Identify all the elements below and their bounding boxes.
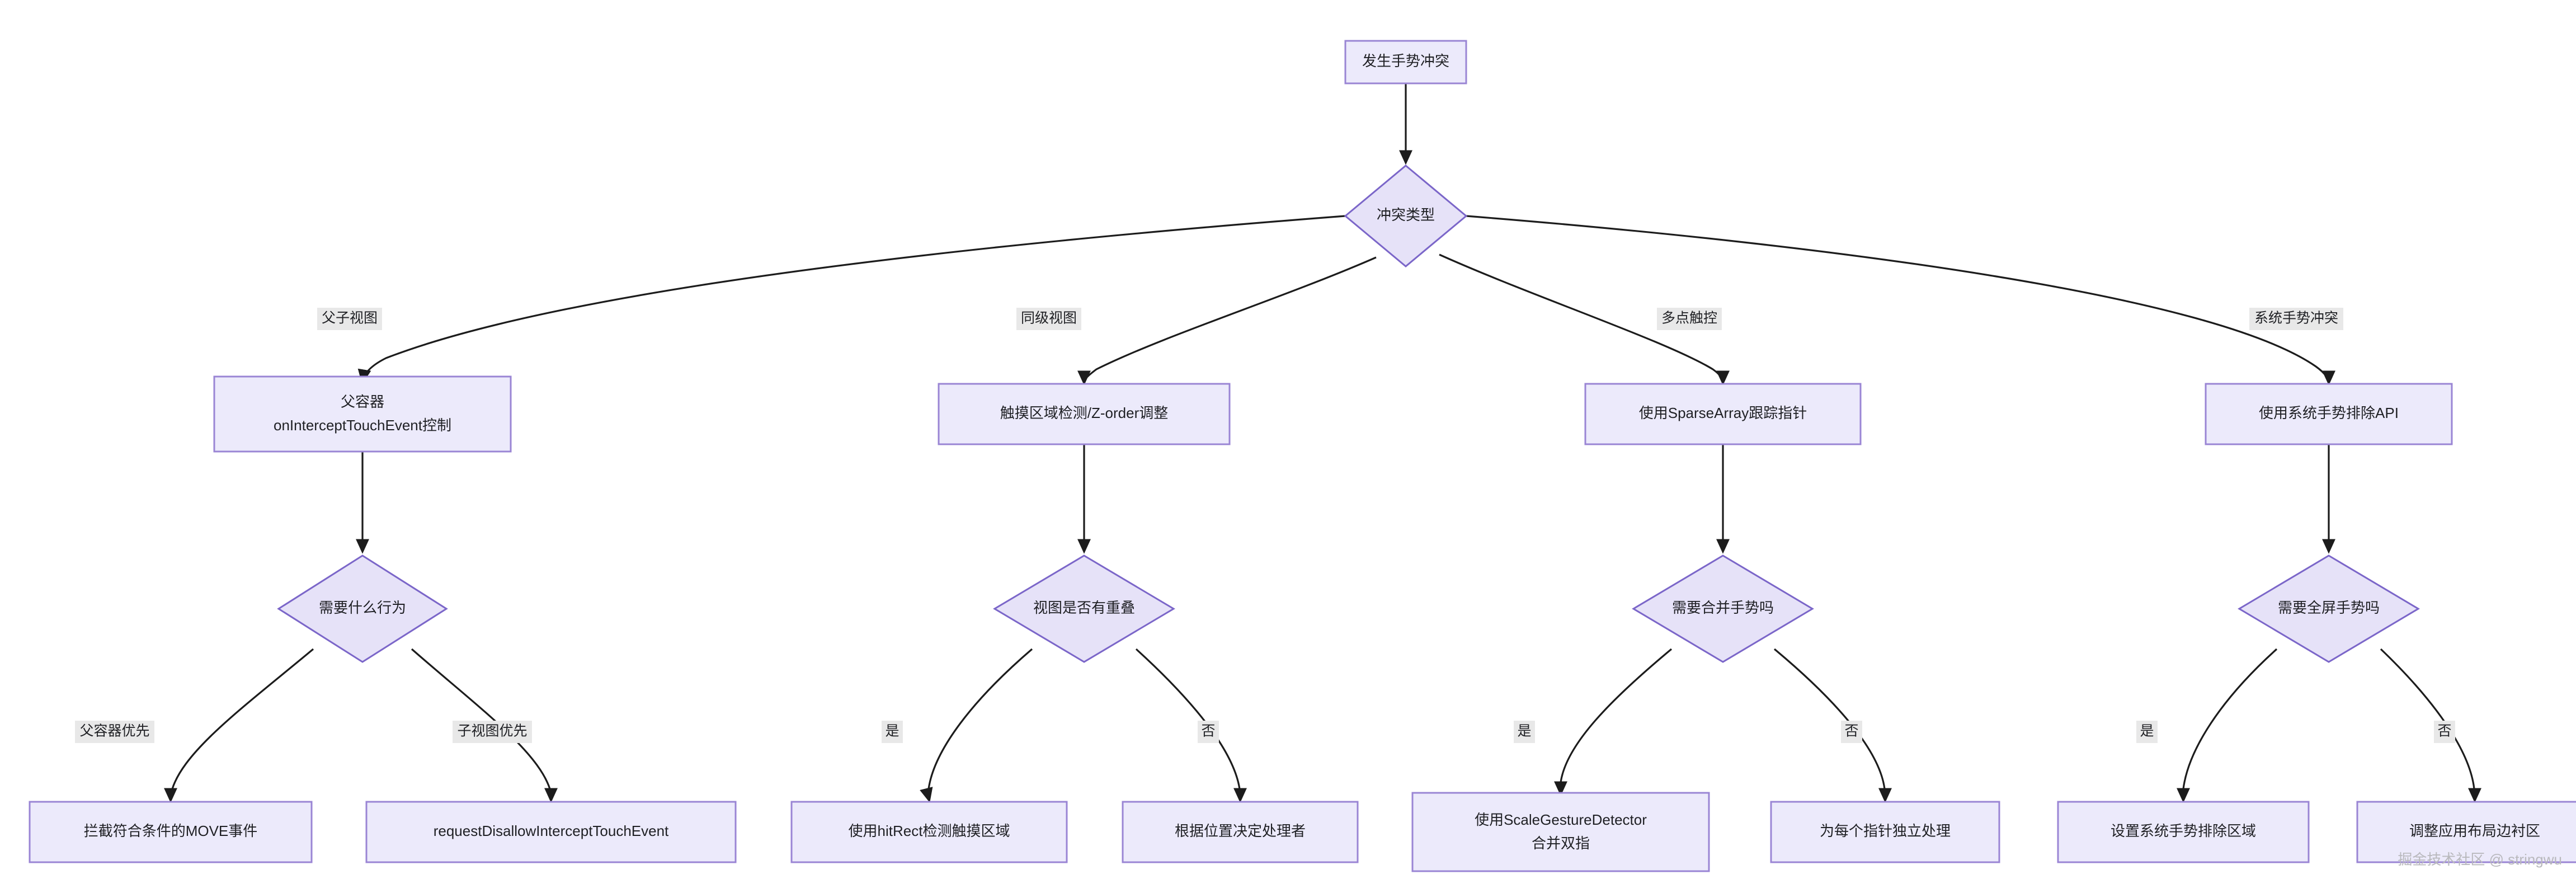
node-label: 为每个指针独立处理 (1820, 822, 1951, 839)
edge-label-text: 子视图优先 (457, 723, 527, 739)
edge-a2-to-a3 (164, 648, 314, 803)
edge-label-text: 否 (2437, 723, 2451, 739)
node-label: 使用hitRect检测触摸区域 (849, 822, 1010, 839)
edge-d2-to-d4 (2380, 648, 2481, 803)
edge-label-text: 父容器优先 (79, 723, 149, 739)
edge-d2-to-d3 (2176, 648, 2278, 803)
edge-c2-to-c4 (1773, 648, 1892, 803)
edge-label-text: 否 (1844, 723, 1858, 739)
edge-label-text: 否 (1201, 723, 1215, 739)
node-label: 根据位置决定处理者 (1175, 822, 1306, 839)
edge-a2-to-a4 (411, 648, 558, 803)
node-label: 需要全屏手势吗 (2278, 599, 2380, 616)
edge-label-c2-to-c4: 否 (1841, 721, 1862, 743)
edge-label-text: 是 (2140, 723, 2154, 739)
edge-type-to-a1 (357, 215, 1346, 384)
node-label: 使用ScaleGestureDetector (1475, 811, 1647, 828)
edge-label-text: 是 (1517, 723, 1531, 739)
node-d1[interactable]: 使用系统手势排除API (2205, 383, 2453, 445)
edge-type-to-d1 (1466, 215, 2335, 386)
edge-label-b2-to-b3: 是 (882, 721, 903, 743)
node-label-line2: 合并双指 (1532, 835, 1590, 852)
node-label: 父容器 (341, 393, 384, 410)
node-label: 设置系统手势排除区域 (2111, 822, 2256, 839)
edge-label-d2-to-d3: 是 (2136, 721, 2158, 743)
edge-label-text: 多点触控 (1661, 311, 1717, 326)
edge-label-b2-to-b4: 否 (1198, 721, 1219, 743)
node-b4[interactable]: 根据位置决定处理者 (1122, 801, 1359, 863)
node-a2[interactable]: 需要什么行为 (277, 554, 448, 663)
edge-label-a2-to-a4: 子视图优先 (453, 721, 532, 743)
node-a1[interactable]: 父容器 onInterceptTouchEvent控制 (213, 375, 512, 453)
node-b3[interactable]: 使用hitRect检测触摸区域 (790, 801, 1068, 863)
edge-label-type-to-d1: 系统手势冲突 (2249, 308, 2343, 330)
node-a4[interactable]: requestDisallowInterceptTouchEvent (365, 801, 737, 863)
edge-label-type-to-c1: 多点触控 (1657, 308, 1722, 330)
edge-label-text: 父子视图 (322, 311, 378, 326)
node-b2[interactable]: 视图是否有重叠 (993, 554, 1175, 663)
node-a3[interactable]: 拦截符合条件的MOVE事件 (29, 801, 313, 863)
node-label: 冲突类型 (1377, 206, 1435, 223)
node-start[interactable]: 发生手势冲突 (1344, 40, 1467, 84)
node-label: 视图是否有重叠 (1033, 599, 1135, 616)
edge-c2-to-c3 (1553, 648, 1673, 796)
edge-label-text: 系统手势冲突 (2254, 311, 2338, 326)
node-label: 需要合并手势吗 (1672, 599, 1774, 616)
node-d2[interactable]: 需要全屏手势吗 (2238, 554, 2420, 663)
edge-label-type-to-b1: 同级视图 (1016, 308, 1081, 330)
edges-layer (164, 83, 2481, 803)
node-label: requestDisallowInterceptTouchEvent (434, 822, 669, 839)
node-label: 触摸区域检测/Z-order调整 (1000, 405, 1168, 421)
node-label: 使用系统手势排除API (2259, 405, 2399, 421)
node-label: 发生手势冲突 (1362, 53, 1449, 69)
edge-label-c2-to-c3: 是 (1514, 721, 1535, 743)
node-b1[interactable]: 触摸区域检测/Z-order调整 (938, 383, 1231, 445)
node-label-line2: onInterceptTouchEvent控制 (274, 417, 451, 434)
edge-b2-to-b4 (1135, 648, 1247, 803)
node-label: 调整应用布局边衬区 (2409, 822, 2540, 839)
node-c4[interactable]: 为每个指针独立处理 (1770, 801, 2000, 863)
edge-b2-to-b3 (920, 648, 1033, 803)
node-label: 拦截符合条件的MOVE事件 (84, 822, 258, 839)
edge-label-text: 是 (885, 723, 899, 739)
edge-label-d2-to-d4: 否 (2434, 721, 2455, 743)
watermark: 掘金技术社区 @ stringwu (2398, 851, 2562, 868)
edge-type-to-b1 (1077, 256, 1377, 386)
node-label: 使用SparseArray跟踪指针 (1639, 405, 1807, 421)
node-c3[interactable]: 使用ScaleGestureDetector 合并双指 (1411, 792, 1710, 872)
edge-label-type-to-a1: 父子视图 (317, 308, 382, 330)
edge-type-to-c1 (1439, 253, 1730, 386)
node-type[interactable]: 冲突类型 (1344, 164, 1468, 267)
node-d3[interactable]: 设置系统手势排除区域 (2057, 801, 2310, 863)
edge-label-text: 同级视图 (1021, 311, 1077, 326)
node-c1[interactable]: 使用SparseArray跟踪指针 (1584, 383, 1862, 445)
node-d4[interactable]: 调整应用布局边衬区 (2356, 801, 2576, 863)
edge-label-a2-to-a3: 父容器优先 (75, 721, 154, 743)
node-label: 需要什么行为 (319, 599, 406, 616)
node-c2[interactable]: 需要合并手势吗 (1632, 554, 1814, 663)
